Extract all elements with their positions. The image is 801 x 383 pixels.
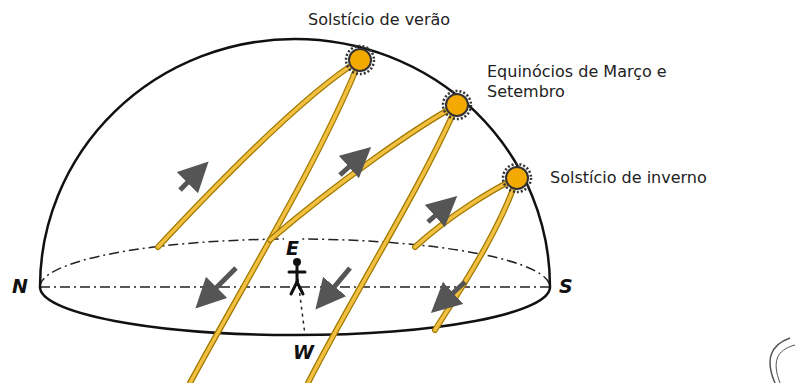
cardinal-point: N	[10, 276, 30, 296]
sun-label: Equinócios de Março e Setembro	[487, 62, 722, 102]
sun-label: Solstício de inverno	[550, 168, 707, 188]
cardinal-point: E	[284, 238, 301, 258]
cardinal-point: W	[291, 342, 316, 362]
sun-label: Solstício de verão	[308, 10, 450, 30]
cardinal-point: S	[557, 276, 575, 296]
